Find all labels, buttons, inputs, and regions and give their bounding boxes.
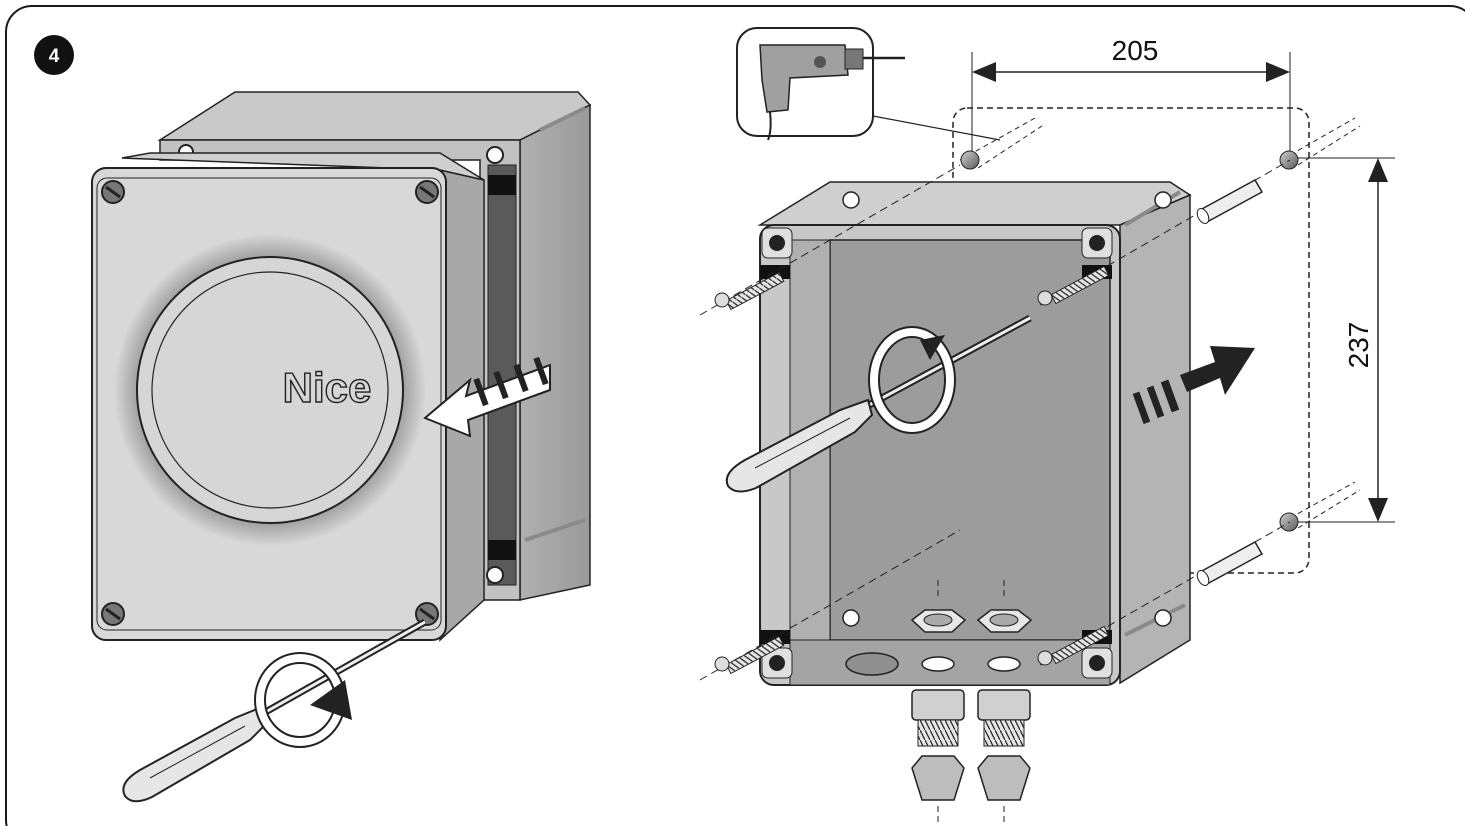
rotation-arrow [868, 326, 956, 434]
cable-gland [977, 689, 1031, 801]
wall-drill-hole [1279, 117, 1361, 170]
enclosure-corner-post [1081, 647, 1113, 679]
dimension-width-label: 205 [1112, 35, 1159, 66]
enclosure-body-top [157, 91, 592, 141]
lid-screw [415, 602, 439, 626]
hex-nut [910, 609, 967, 633]
remove-lid-arrow [423, 356, 551, 438]
enclosure-corner-hole [486, 146, 504, 164]
enclosure-mounting-illustration: 205 237 [699, 27, 1395, 826]
hex-nut [976, 609, 1033, 633]
lid-screw [101, 602, 125, 626]
wall-drill-hole [959, 117, 1043, 170]
step-number: 4 [49, 46, 60, 67]
lid-screw [101, 180, 125, 204]
cable-entry-hole [845, 652, 899, 676]
diagram-frame [5, 5, 1465, 826]
enclosure-corner-post [1081, 227, 1113, 259]
mounting-screw [699, 164, 961, 316]
wall-plug [1196, 178, 1264, 224]
wall-drill-hole [1279, 481, 1361, 532]
lid-screw [415, 180, 439, 204]
lid-logo-disc [136, 256, 404, 524]
open-enclosure-cavity [829, 239, 1111, 641]
open-enclosure-top [757, 181, 1192, 226]
dimension-height-label: 237 [1343, 322, 1374, 369]
mount-direction-arrow [1132, 346, 1255, 425]
enclosure-body-side [519, 103, 591, 601]
wall-plug [1196, 540, 1264, 586]
mounting-screw [699, 529, 961, 681]
step-badge: 4 [34, 35, 74, 75]
cable-entry-hole [987, 656, 1021, 672]
vertical-dimension: 237 [1290, 157, 1395, 523]
cable-entry-hole [921, 656, 955, 672]
enclosure-with-lid-illustration: Nice [91, 91, 592, 803]
drill-inset [736, 27, 1001, 141]
horizontal-dimension: 205 [971, 35, 1291, 165]
enclosure-corner-hole [486, 566, 504, 584]
brand-logo: Nice [283, 364, 372, 411]
screwdriver [122, 618, 427, 803]
cable-gland [911, 689, 965, 801]
enclosure-corner-post [761, 227, 793, 259]
rotation-arrow [254, 652, 352, 748]
